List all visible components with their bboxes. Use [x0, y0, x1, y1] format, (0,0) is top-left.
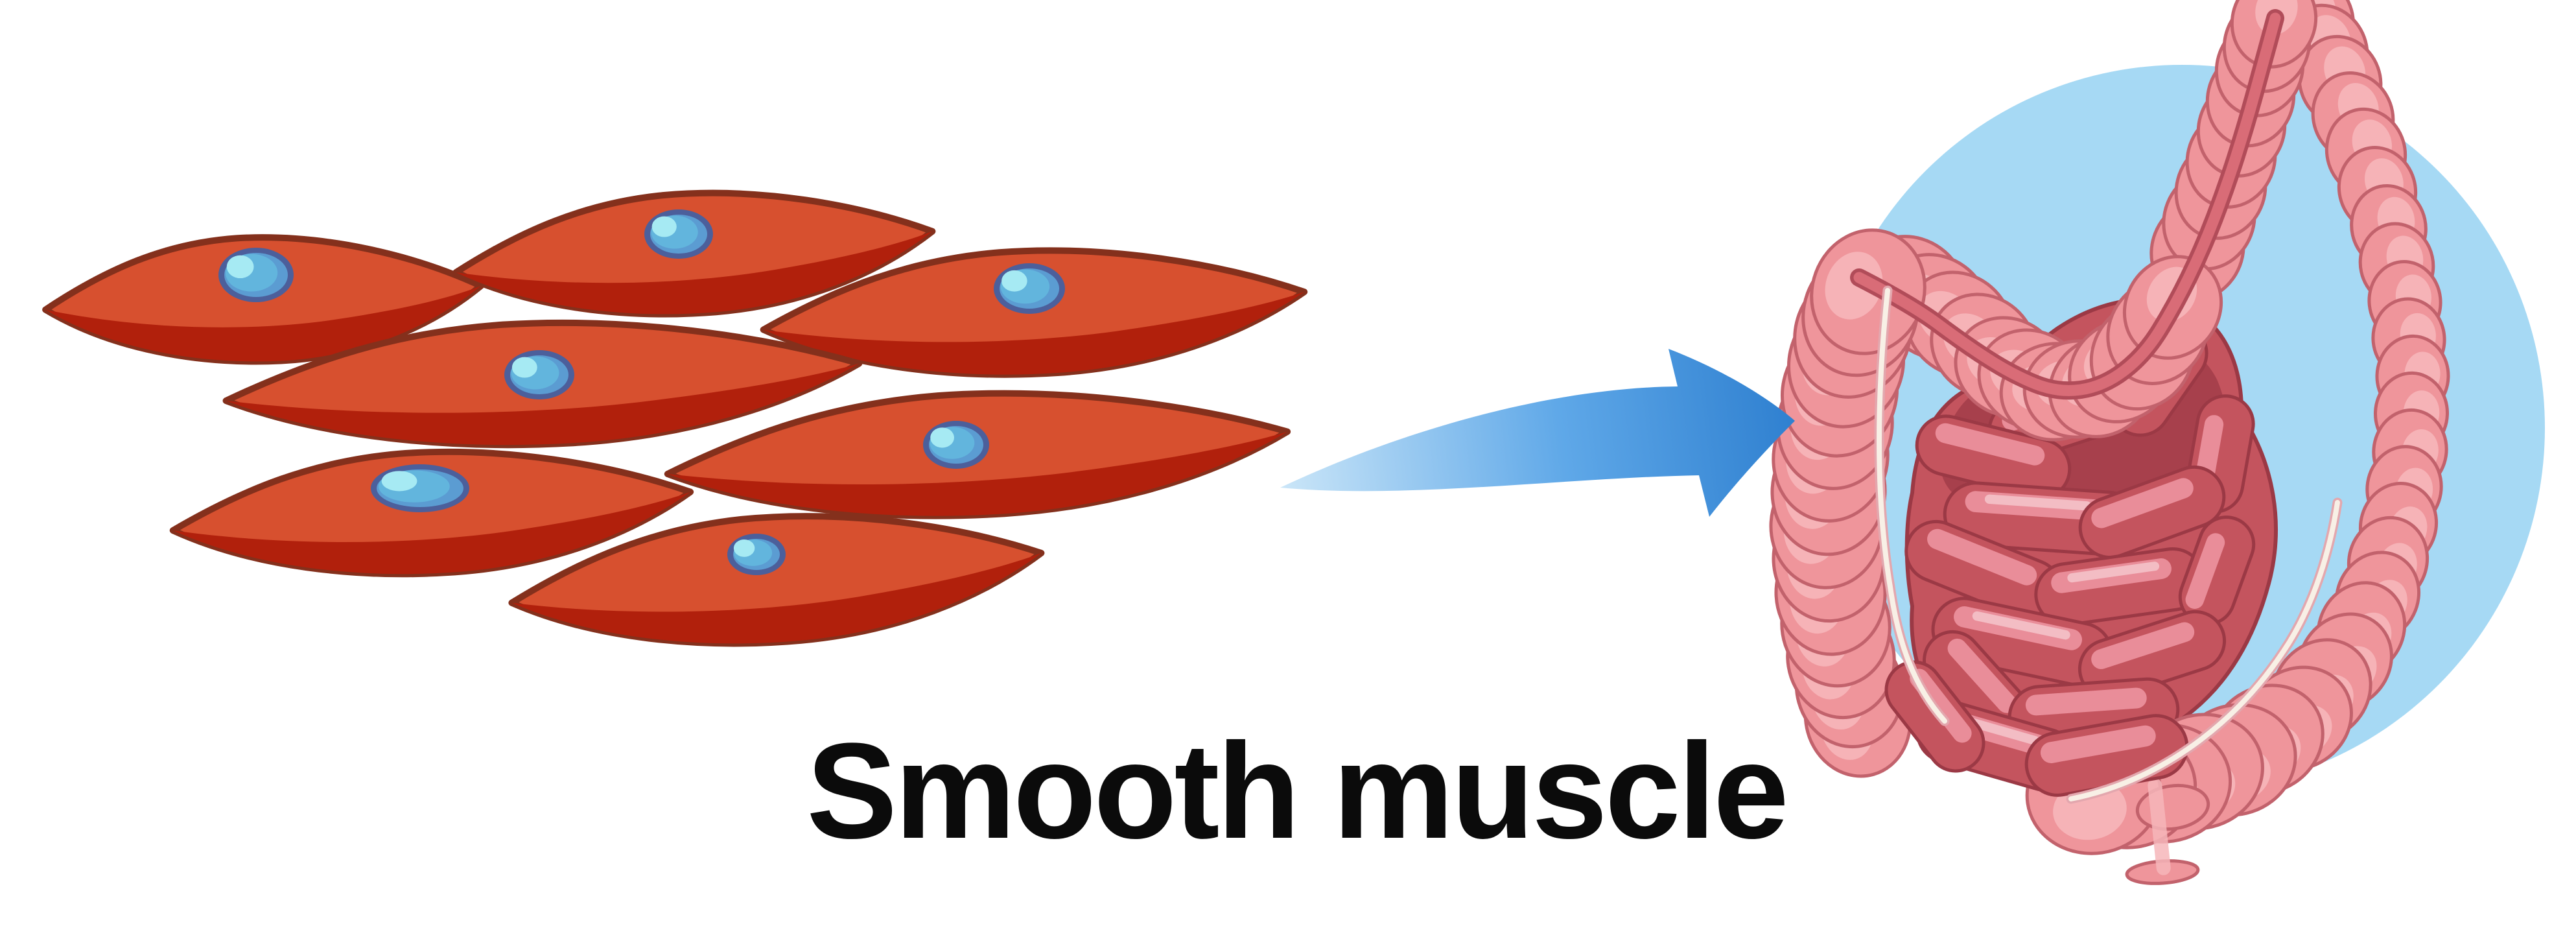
cell-nucleus — [727, 534, 786, 575]
muscle-cell — [665, 383, 1290, 527]
nucleus-highlight — [381, 471, 417, 492]
cell-nucleus — [504, 350, 574, 399]
coil-glint — [1972, 611, 2070, 640]
muscle-cell — [508, 502, 1046, 657]
mesentery-line — [1877, 288, 1947, 724]
coil-highlight — [1935, 423, 2045, 466]
cell-bottom-shading — [763, 292, 1305, 375]
coil-glint — [1984, 494, 2092, 511]
muscle-cell — [761, 242, 1307, 383]
muscle-cell — [453, 183, 936, 324]
nucleus-highlight — [511, 357, 537, 378]
coil-highlight — [2091, 622, 2195, 669]
coil-highlight — [1947, 638, 2017, 713]
nucleus-highlight — [733, 539, 755, 557]
cell-bottom-shading — [226, 363, 860, 445]
cell-bottom-shading — [511, 552, 1042, 644]
muscle-cell — [170, 443, 693, 583]
rectum-highlight — [2148, 778, 2171, 875]
cell-nucleus — [994, 263, 1065, 314]
mesentery-line — [2068, 500, 2340, 801]
coil-glint — [2067, 562, 2160, 583]
nucleus-highlight — [651, 216, 677, 237]
cell-nucleus — [218, 248, 294, 302]
nucleus-highlight — [930, 427, 954, 448]
cell-bottom-shading — [45, 285, 481, 362]
intestine-illustration — [1769, 0, 2545, 885]
coil-highlight — [2025, 687, 2147, 716]
cell-nucleus — [923, 421, 989, 469]
coil-highlight — [1927, 528, 2037, 586]
haustra-highlight — [1825, 252, 1883, 320]
coil-highlight — [2185, 533, 2225, 610]
rectum-tail — [2125, 778, 2210, 885]
coil-highlight — [2040, 725, 2156, 763]
cell-bottom-shading — [667, 431, 1288, 516]
muscle-cell — [224, 314, 861, 453]
coil-highlight — [2091, 478, 2194, 528]
nucleus-highlight — [226, 255, 254, 279]
nucleus-highlight — [1001, 270, 1027, 292]
muscle-cells-illustration — [45, 183, 1307, 658]
cell-bottom-shading — [456, 231, 933, 314]
mesenteric-vessel — [1853, 12, 2281, 396]
arrow-icon — [1280, 349, 1795, 517]
cell-bottom-shading — [172, 492, 691, 575]
cell-nucleus — [371, 464, 469, 512]
diagram-title: Smooth muscle — [806, 715, 1786, 867]
cell-nucleus — [644, 209, 713, 259]
